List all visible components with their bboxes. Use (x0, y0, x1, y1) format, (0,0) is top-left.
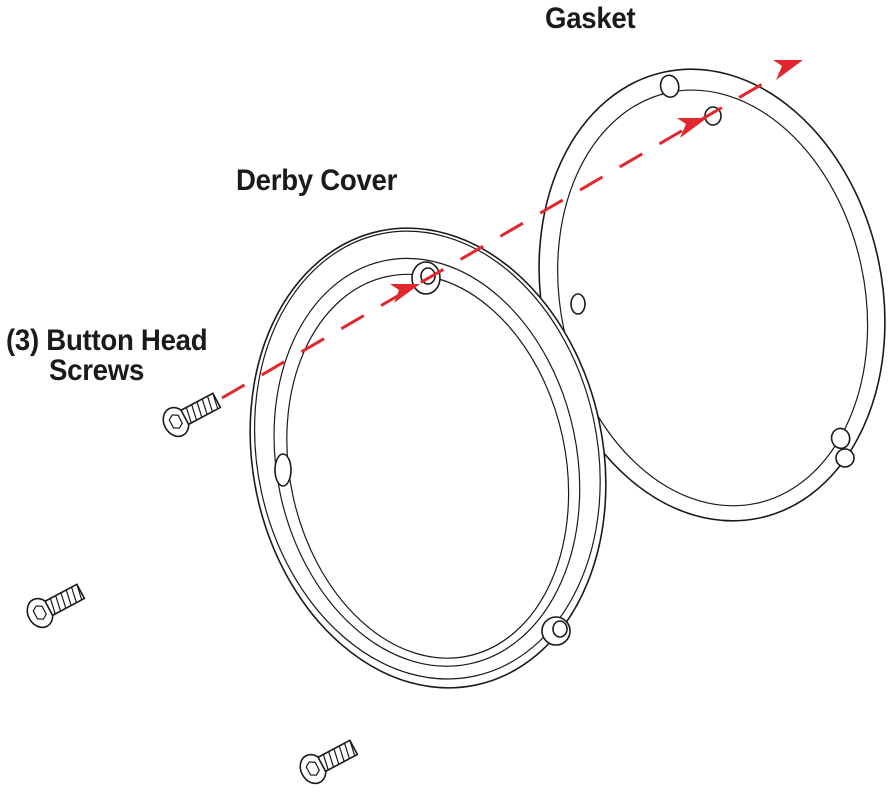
screws-label-line2: Screws (49, 354, 145, 387)
arrow-head-cover (390, 284, 420, 303)
gasket-hole-left-visible (570, 293, 586, 315)
derby-cover-bosses (274, 261, 571, 646)
derby-cover-label: Derby Cover (236, 164, 398, 197)
gasket-hole-right-visible (835, 448, 855, 468)
derby-cover (249, 227, 607, 689)
arrow-head-gasket (677, 118, 707, 138)
gasket-hole-bottom-right (830, 427, 851, 450)
gasket-label: Gasket (545, 2, 636, 35)
arrow-head-end (773, 60, 803, 80)
button-head-screw-2 (26, 583, 86, 629)
screws-label-line1: (3) Button Head (6, 324, 208, 357)
gasket (538, 68, 886, 522)
button-head-screw-3 (299, 739, 359, 785)
gasket-hole-top (659, 74, 680, 98)
button-head-screw-1 (162, 392, 222, 438)
assembly-arrow (221, 60, 803, 400)
